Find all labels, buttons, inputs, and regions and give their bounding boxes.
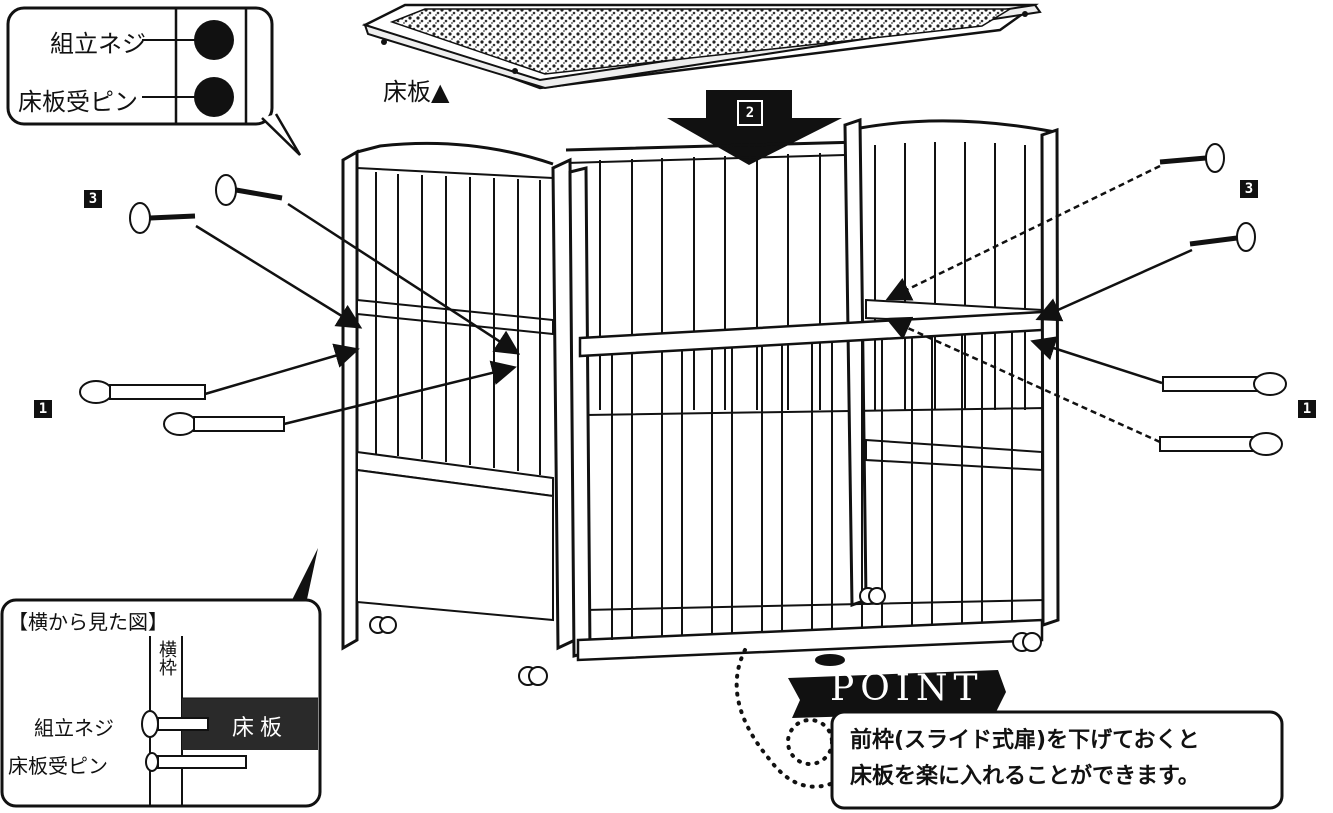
crib-body [341,117,1060,686]
assembly-screw-icon [129,143,1256,252]
arrow-lines [195,202,1193,426]
point-line-1: 前枠(スライド式扉)を下げておくと [850,728,1200,753]
side-view-inset [0,548,322,808]
inset-pin-label: 床板受ピン [8,754,108,778]
step-2-marker: 2 [737,100,763,126]
point-title: POINT [830,668,984,709]
insert-direction-arrow-icon [667,90,842,165]
inset-screw-label: 組立ネジ [34,716,114,740]
point-box [830,710,1284,810]
legend-pin-label: 床板受ピン [18,88,138,116]
step-3-marker-right: 3 [1240,180,1258,198]
step-3-marker-left: 3 [84,190,102,208]
parts-legend [6,6,302,156]
dashed-arrow-lines [885,164,1161,444]
point-tape [788,670,1006,718]
inset-title: 【横から見た図】 [8,610,168,634]
caster-icon [369,587,1042,686]
floor-pin-icon [79,372,1287,456]
legend-screw-label: 組立ネジ [50,30,146,58]
inset-board-label: 床板 [232,716,289,741]
step-1-marker-left: 1 [34,400,52,418]
inset-frame-label: 横枠 [156,640,177,676]
point-line-2: 床板を楽に入れることができます。 [850,764,1200,789]
floor-board [361,3,1042,90]
step-1-marker-right: 1 [1298,400,1316,418]
floor-board-label: 床板▲ [383,78,450,106]
screw-swatch-icon [194,20,234,60]
dotted-curl [734,648,842,789]
pin-swatch-icon [194,77,234,117]
